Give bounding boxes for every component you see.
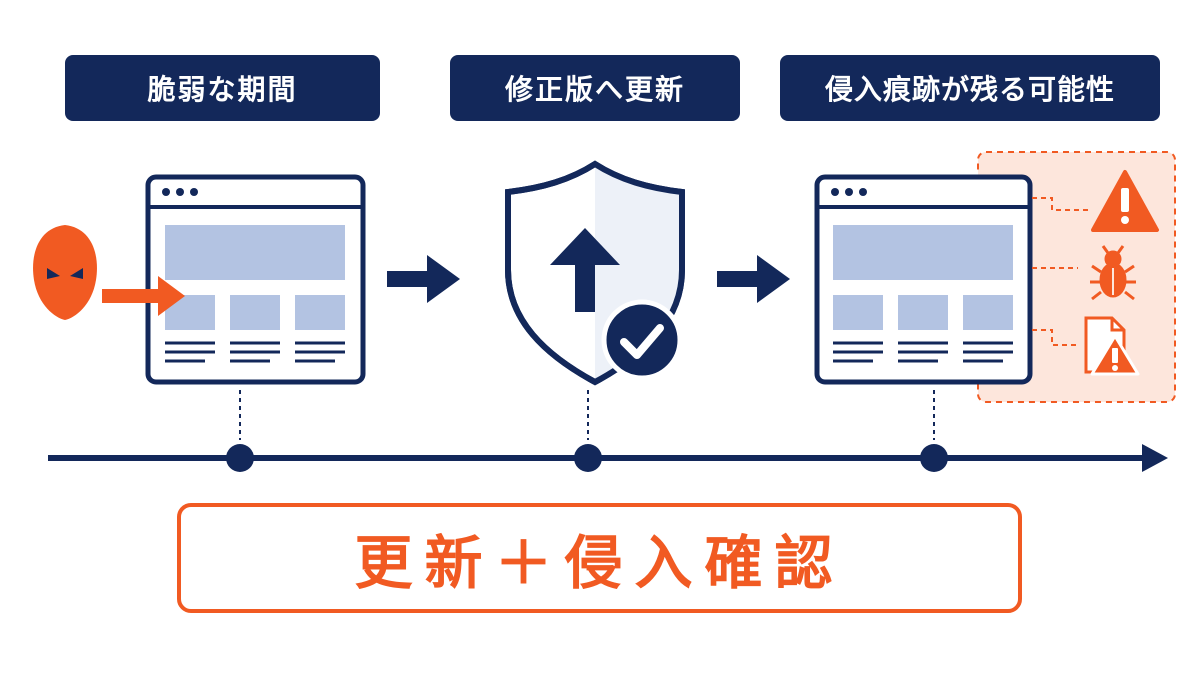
flow-arrow-icon <box>387 255 460 303</box>
flow-arrow-icon <box>717 255 790 303</box>
summary-box: 更新＋侵入確認 <box>177 503 1022 613</box>
alert-file-icon <box>1084 316 1140 376</box>
timeline <box>48 390 1168 472</box>
stage-label-vulnerable: 脆弱な期間 <box>65 55 380 121</box>
attack-arrow-icon <box>102 276 185 316</box>
bug-icon <box>1090 245 1136 301</box>
summary-text: 更新＋侵入確認 <box>354 529 845 597</box>
timeline-marker <box>226 444 254 472</box>
stage-label-update: 修正版へ更新 <box>450 55 740 121</box>
stage-label-intrusion-traces: 侵入痕跡が残る可能性 <box>780 55 1160 121</box>
shield-upload-check-icon <box>505 160 685 386</box>
browser-window-icon <box>814 174 1033 385</box>
browser-window-icon <box>145 174 366 385</box>
intrusion-evidence-area <box>814 151 1176 403</box>
warning-icon <box>1091 170 1159 232</box>
timeline-marker <box>574 444 602 472</box>
timeline-marker <box>920 444 948 472</box>
vulnerable-website <box>33 174 366 385</box>
attacker-icon <box>33 225 97 320</box>
timeline-arrowhead-icon <box>1142 444 1168 472</box>
